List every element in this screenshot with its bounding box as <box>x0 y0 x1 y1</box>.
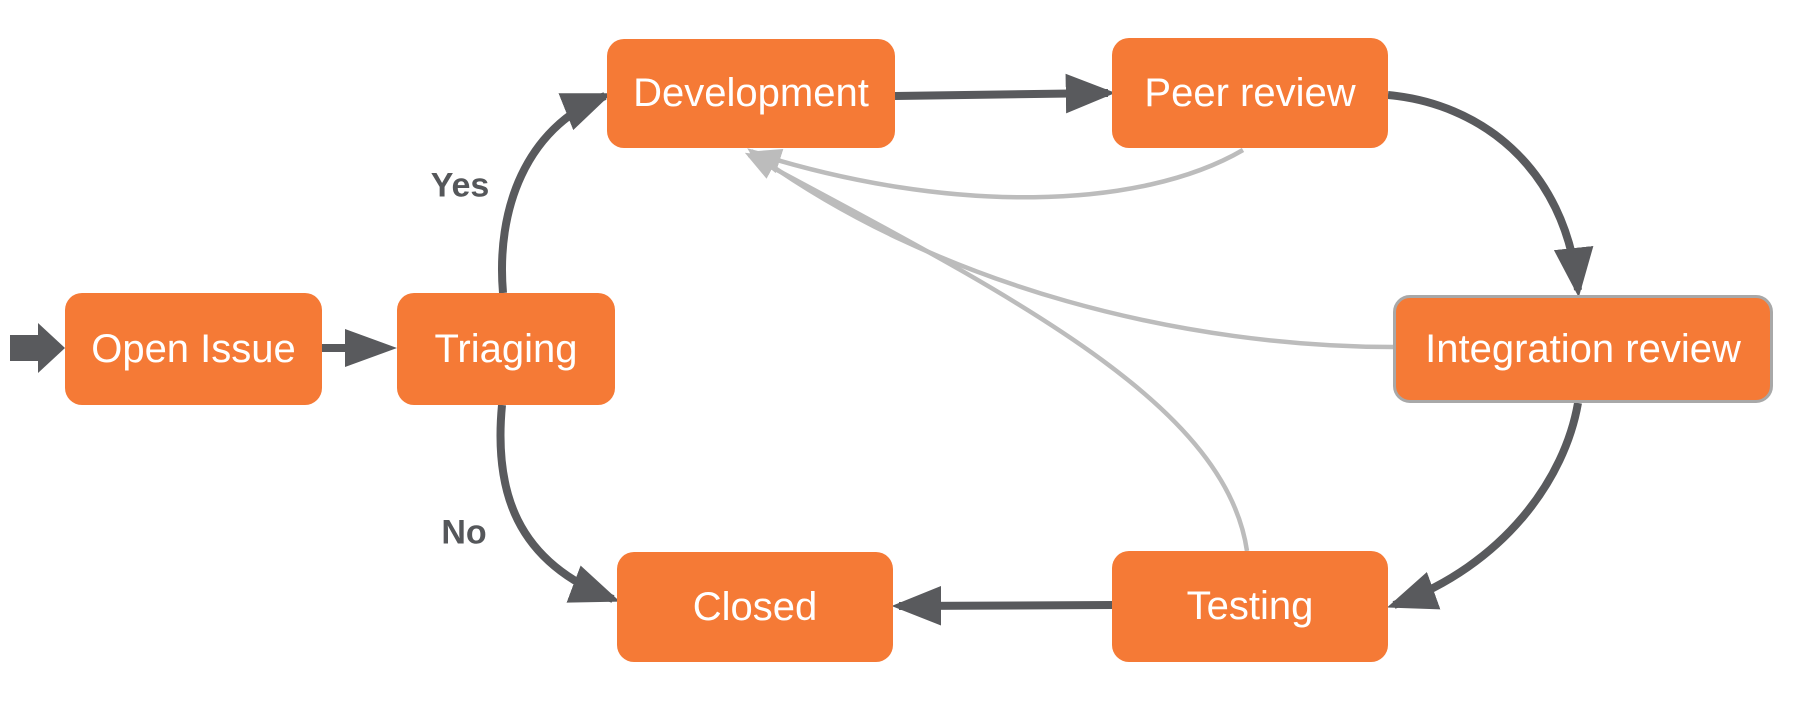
edge-integration-review-to-development <box>747 148 1394 350</box>
node-closed: Closed <box>617 552 893 662</box>
node-integration-review: Integration review <box>1393 295 1773 403</box>
node-open-issue: Open Issue <box>65 293 322 405</box>
edge-triaging-to-development-yes <box>498 92 612 294</box>
edge-testing-to-closed <box>891 585 1113 626</box>
edge-label-yes: Yes <box>430 166 490 205</box>
node-testing: Testing <box>1112 551 1388 662</box>
edge-development-to-peer-review <box>894 73 1116 114</box>
edge-peer-review-to-integration-review <box>1387 91 1594 298</box>
node-development: Development <box>607 39 895 148</box>
node-peer-review: Peer review <box>1112 38 1388 148</box>
edge-label-no: No <box>441 513 487 552</box>
edge-integration-review-to-testing <box>1387 402 1582 610</box>
edge-testing-to-development <box>744 152 1250 552</box>
edge-peer-review-to-development <box>749 148 1245 200</box>
edge-open-issue-to-triaging <box>322 329 397 367</box>
node-triaging: Triaging <box>397 293 615 405</box>
edge-start-to-open-issue <box>10 323 65 373</box>
edge-triaging-to-closed-no <box>496 404 620 603</box>
